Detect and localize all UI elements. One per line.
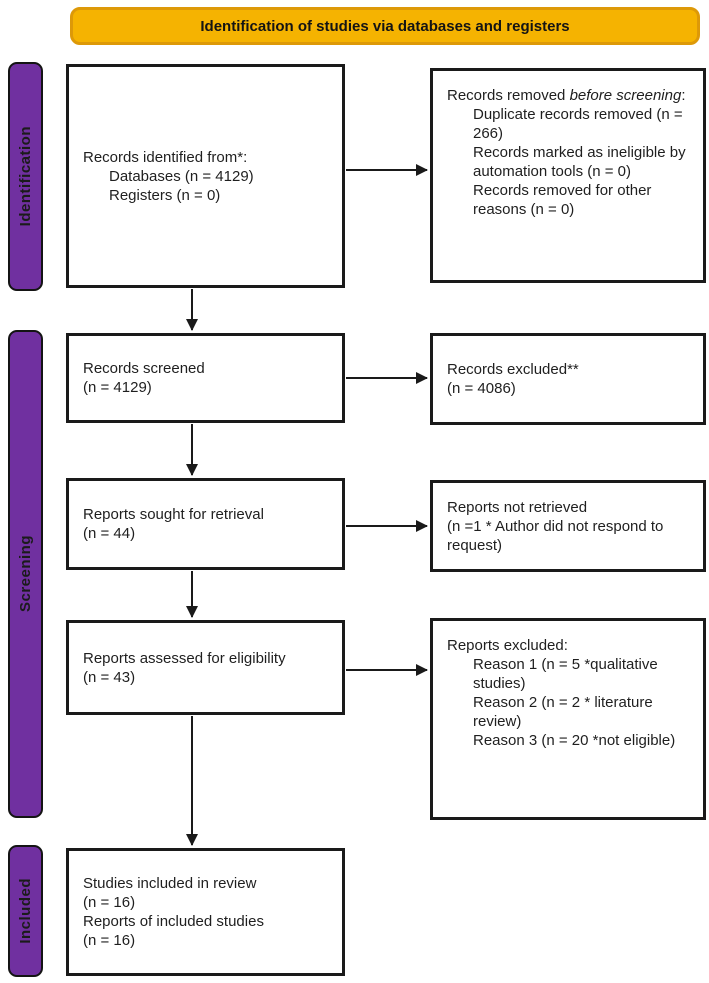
box-line: Studies included in review bbox=[83, 875, 257, 892]
box-item: Registers (n = 0) bbox=[109, 186, 221, 204]
box-records-excluded: Records excluded** (n = 4086) bbox=[430, 333, 706, 425]
box-line: (n = 4129) bbox=[83, 379, 152, 396]
box-title-plain: Records removed bbox=[447, 87, 570, 104]
header-banner: Identification of studies via databases … bbox=[70, 7, 700, 45]
box-item: Records marked as ineligible by automati… bbox=[473, 144, 686, 180]
stage-bar-identification: Identification bbox=[8, 62, 43, 291]
box-studies-included: Studies included in review (n = 16) Repo… bbox=[66, 848, 345, 976]
stage-label-identification: Identification bbox=[17, 126, 34, 227]
box-reports-not-retrieved: Reports not retrieved (n =1 * Author did… bbox=[430, 480, 706, 572]
box-title-colon: : bbox=[681, 87, 686, 104]
box-line: Reports assessed for eligibility bbox=[83, 649, 286, 667]
box-item: Reason 3 (n = 20 *not eligible) bbox=[473, 732, 676, 749]
box-line: (n = 4086) bbox=[447, 380, 516, 397]
box-reports-excluded: Reports excluded: Reason 1 (n = 5 *quali… bbox=[430, 618, 706, 820]
box-title: Records identified from*: bbox=[83, 148, 248, 166]
box-line: Reports not retrieved bbox=[447, 498, 588, 516]
box-line: Records excluded** bbox=[447, 361, 579, 378]
stage-label-screening: Screening bbox=[17, 535, 34, 613]
box-item: Reason 1 (n = 5 *qualitative studies) bbox=[473, 656, 658, 692]
box-title: Reports excluded: bbox=[447, 637, 568, 654]
box-item: Reason 2 (n = 2 * literature review) bbox=[473, 694, 653, 730]
box-title: Records removed before screening: bbox=[447, 86, 691, 105]
box-line: Reports sought for retrieval bbox=[83, 506, 264, 523]
stage-bar-screening: Screening bbox=[8, 330, 43, 818]
header-banner-label: Identification of studies via databases … bbox=[200, 17, 570, 35]
box-records-identified: Records identified from*: Databases (n =… bbox=[66, 64, 345, 288]
box-reports-assessed: Reports assessed for eligibility (n = 43… bbox=[66, 620, 345, 715]
box-line: (n =1 * Author did not respond to reques… bbox=[447, 517, 664, 554]
box-line: (n = 16) bbox=[83, 932, 136, 949]
box-line: (n = 44) bbox=[83, 525, 136, 542]
box-records-screened: Records screened (n = 4129) bbox=[66, 333, 345, 423]
box-reports-sought: Reports sought for retrieval (n = 44) bbox=[66, 478, 345, 570]
box-line: (n = 16) bbox=[83, 894, 136, 911]
box-line: (n = 43) bbox=[83, 668, 136, 686]
box-records-removed: Records removed before screening: Duplic… bbox=[430, 68, 706, 283]
box-title-italic: before screening bbox=[569, 87, 682, 104]
box-item: Duplicate records removed (n = 266) bbox=[473, 106, 683, 142]
box-item: Databases (n = 4129) bbox=[109, 167, 254, 185]
box-line: Records screened bbox=[83, 360, 205, 377]
box-item: Records removed for other reasons (n = 0… bbox=[473, 182, 652, 218]
stage-bar-included: Included bbox=[8, 845, 43, 977]
stage-label-included: Included bbox=[17, 878, 34, 944]
box-line: Reports of included studies bbox=[83, 913, 264, 930]
